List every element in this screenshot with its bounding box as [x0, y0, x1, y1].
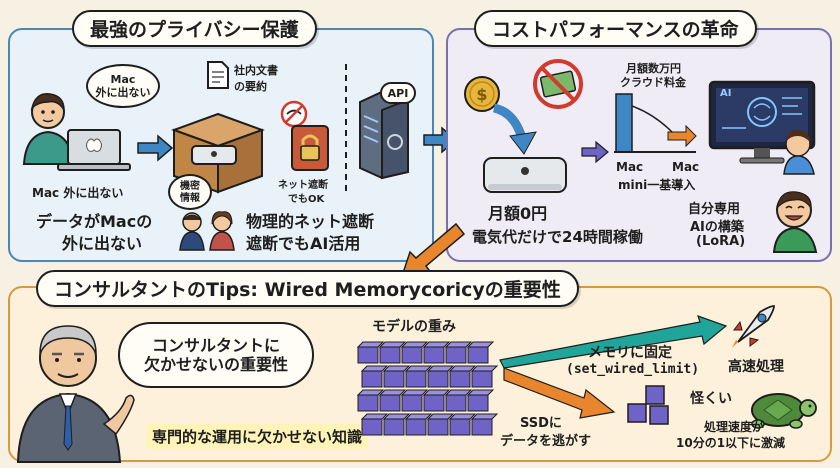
- consultant-illustration: [16, 325, 135, 463]
- weight-cube: [382, 413, 411, 436]
- no-cash-icon: [533, 59, 583, 109]
- doc-label-2: の要約: [234, 80, 267, 93]
- monthly-zero: 月額0円: [488, 204, 548, 223]
- confidential-bubble: 機密 情報: [168, 174, 212, 210]
- coin-icon: $: [464, 76, 500, 112]
- consultant-speech-bubble: コンサルタントに 欠かせないの重要性: [118, 322, 314, 388]
- mac-stays-caption: Mac 外に出ない: [32, 186, 124, 200]
- weight-cube: [404, 365, 433, 388]
- cloud-fee-1: 月額数万円: [626, 62, 681, 75]
- pin-memory-1: メモリに固定: [588, 345, 672, 361]
- custom-ai-1: 自分専用: [688, 202, 741, 217]
- electricity-text: 電気代だけで24時間稼働: [472, 228, 643, 246]
- fast-label: 高速処理: [728, 359, 784, 375]
- weight-cube: [470, 413, 499, 436]
- bubble-text-1: コンサルタントに: [151, 336, 280, 355]
- chart-label-right: Mac: [672, 160, 700, 174]
- model-weights-cubes: [356, 341, 499, 436]
- weight-cube: [448, 365, 477, 388]
- mac-mini-icon: [483, 157, 567, 193]
- slow-2: 10分の1以下に激減: [676, 436, 786, 450]
- cloud-fee-2: クラウド料金: [620, 76, 686, 89]
- weight-cube: [422, 389, 451, 412]
- offloaded-cubes: [627, 385, 669, 425]
- document-icon: [207, 61, 229, 89]
- headline-right-2: 遮断でもAI活用: [246, 234, 361, 253]
- orange-arrow-icon: [503, 367, 616, 419]
- mac-stays-bubble: Mac 外に出ない: [86, 64, 160, 108]
- happy-person-illustration: [772, 191, 818, 253]
- model-weights-label: モデルの重み: [372, 319, 456, 335]
- weight-cube: [444, 341, 473, 364]
- no-network-icon: [280, 100, 308, 128]
- ssd-2: データを逃がす: [500, 434, 592, 449]
- weight-cube: [422, 341, 451, 364]
- cost-drop-chart: [614, 93, 697, 153]
- privacy-title: 最強のプライバシー保護: [72, 10, 317, 47]
- bubble-text-2: 欠かせないの重要性: [143, 355, 288, 375]
- doc-label-1: 社内文書: [234, 64, 278, 77]
- weight-cube: [470, 365, 499, 388]
- scary-label: 怪くい: [690, 391, 732, 407]
- dashed-divider: [345, 64, 347, 196]
- offline-ok-2: でもOK: [288, 194, 325, 205]
- slow-1: 処理速度が: [704, 420, 765, 434]
- weight-cube: [466, 389, 495, 412]
- headline-left-1: データがMacの: [36, 212, 153, 231]
- screen-badge: AI: [720, 88, 732, 99]
- bubble-outside-text: 外に出ない: [95, 86, 151, 100]
- teal-arrow-icon: [499, 315, 728, 369]
- weight-cube: [360, 413, 389, 436]
- weight-cube: [400, 341, 429, 364]
- headline-left-2: 外に出ない: [62, 234, 143, 253]
- weight-cube: [378, 389, 407, 412]
- weight-cube: [382, 365, 411, 388]
- bubble-mac-text: Mac: [110, 73, 136, 86]
- weight-cube: [466, 341, 495, 364]
- api-bubble: API: [380, 82, 416, 104]
- weight-cube: [378, 341, 407, 364]
- ai-monitor-illustration: [708, 80, 816, 175]
- chart-label-left: Mac: [616, 160, 644, 174]
- rocket-icon: [732, 305, 775, 348]
- curved-arrow-icon: [492, 103, 537, 155]
- weight-cube: [426, 365, 455, 388]
- weight-cube: [356, 389, 385, 412]
- padlock-icon: [291, 125, 329, 171]
- headline-right-1: 物理的ネット遮断: [246, 212, 375, 231]
- tips-footer: 専門的な運用に欠かせない知識: [146, 424, 369, 449]
- person-laptop-illustration: [22, 93, 131, 171]
- purple-arrow-icon: [581, 140, 609, 164]
- cost-title: コストパフォーマンスの革命: [474, 10, 757, 47]
- weight-cube: [404, 413, 433, 436]
- confidential-text-1: 機密: [180, 181, 200, 192]
- weight-cube: [426, 413, 455, 436]
- tips-title: コンサルタントのTips: Wired Memorycoricyの重要性: [36, 270, 579, 307]
- weight-cube: [356, 341, 385, 364]
- chart-caption: mini一基導入: [618, 178, 696, 192]
- weight-cube: [360, 365, 389, 388]
- custom-ai-2: AIの構築: [690, 220, 744, 235]
- pin-memory-2: (set_wired_limit): [566, 362, 700, 377]
- people-icon: [179, 211, 235, 251]
- svg-text:$: $: [476, 85, 487, 104]
- turtle-icon: [751, 393, 817, 429]
- weight-cube: [448, 413, 477, 436]
- weight-cube: [400, 389, 429, 412]
- weight-cube: [444, 389, 473, 412]
- offline-ok-1: ネット遮断: [278, 180, 328, 191]
- server-icon: [359, 88, 409, 180]
- custom-ai-3: (LoRA): [696, 234, 746, 249]
- confidential-text-2: 情報: [180, 193, 200, 204]
- ssd-1: SSDに: [520, 416, 562, 431]
- blue-arrow-icon: [137, 134, 174, 162]
